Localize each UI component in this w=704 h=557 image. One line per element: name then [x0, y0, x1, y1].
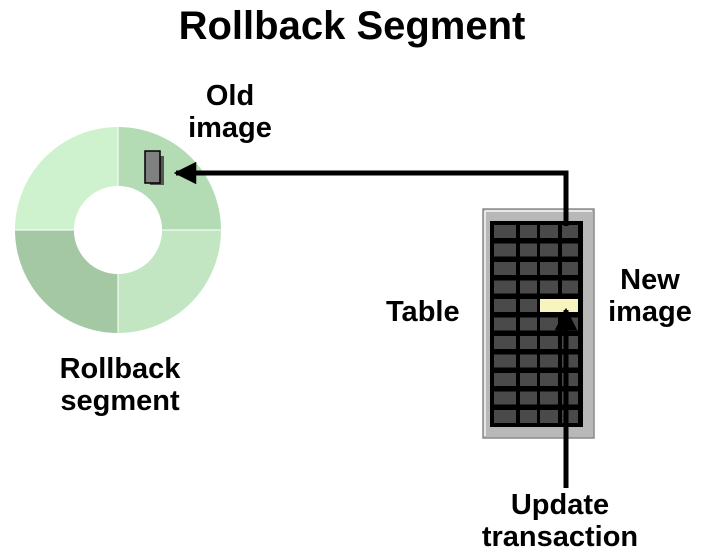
table-cell	[494, 280, 516, 294]
table-cell	[520, 317, 537, 331]
table-cell	[494, 373, 516, 386]
table-cell	[540, 373, 558, 386]
table-cell	[494, 336, 516, 349]
ring-quadrant-top-right	[118, 127, 221, 230]
table-cell	[540, 262, 558, 275]
update-transaction-label-line2: transaction	[481, 521, 639, 554]
old-image-label-line2: image	[188, 112, 272, 145]
table-cell	[520, 373, 537, 386]
table-cell	[494, 391, 516, 405]
table-cell	[562, 243, 578, 257]
table-cell	[520, 336, 537, 349]
table-cell	[540, 280, 558, 294]
table-cell	[562, 280, 578, 294]
table-cell	[520, 299, 537, 312]
table-cell	[520, 280, 537, 294]
table-cell	[562, 225, 578, 238]
table-graphic	[482, 208, 595, 439]
rollback-segment-label: Rollback segment	[40, 353, 200, 418]
table-cell	[494, 317, 516, 331]
new-image-label-line2: image	[608, 296, 692, 329]
old-image-copy-arrow	[173, 161, 569, 226]
table-cell	[540, 410, 558, 423]
ring-quadrant-top-left	[15, 127, 118, 230]
rollback-segment-label-line1: Rollback	[59, 353, 181, 385]
table-cell	[562, 262, 578, 275]
rollback-segment-ring	[15, 127, 221, 333]
old-image-label-line1: Old	[205, 80, 255, 112]
new-image-label: New image	[596, 264, 704, 329]
table-cell	[494, 262, 516, 275]
table-label: Table	[386, 296, 460, 328]
table-cell	[540, 354, 558, 368]
table-cell	[494, 354, 516, 368]
old-image-block	[144, 150, 164, 185]
table-cell	[494, 225, 516, 238]
table-cell	[494, 410, 516, 423]
rollback-segment-label-line2: segment	[60, 385, 180, 418]
ring-hole	[74, 186, 162, 274]
table-cell	[494, 243, 516, 257]
table-cell	[520, 410, 537, 423]
table-cell	[540, 391, 558, 405]
table-cell	[520, 354, 537, 368]
table-cell	[540, 243, 558, 257]
update-transaction-label: Update transaction	[420, 489, 700, 554]
table-cell	[520, 243, 537, 257]
ring-quadrant-bottom-right	[118, 230, 221, 333]
table-cell	[540, 336, 558, 349]
table-cell	[520, 225, 537, 238]
update-transaction-label-line1: Update	[510, 489, 610, 521]
ring-quadrant-bottom-left	[15, 230, 118, 333]
new-image-label-line1: New	[620, 264, 680, 296]
table-cell	[540, 317, 558, 331]
table-cells	[494, 225, 578, 423]
table-cell	[520, 391, 537, 405]
table-cell	[494, 299, 516, 312]
diagram-title: Rollback Segment	[178, 4, 526, 48]
table-cell	[520, 262, 537, 275]
table-cell	[540, 225, 558, 238]
new-image-cell	[540, 299, 578, 312]
old-image-label: Old image	[175, 80, 285, 145]
